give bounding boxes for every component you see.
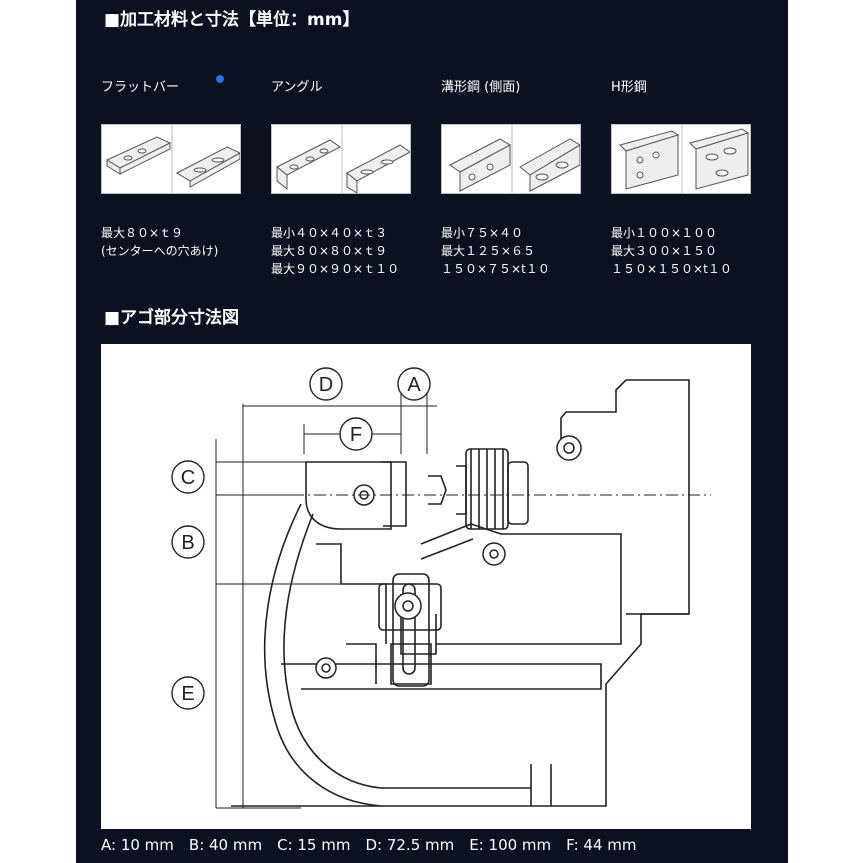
spec-line: 最小７５×４０ (441, 226, 524, 240)
spec-line: １５０×１５０×t１０ (611, 262, 732, 276)
spec-angle: 最小４０×４０×ｔ３ 最大８０×８０×ｔ９ 最大９０×９０×ｔ１０ (271, 224, 399, 278)
dim-label-f: F (350, 424, 362, 446)
dimensions-summary: A: 10 mm B: 40 mm C: 15 mm D: 72.5 mm E:… (101, 836, 637, 854)
indicator-dot (216, 75, 224, 83)
material-label-angle: アングル (271, 80, 323, 95)
material-label-hbeam: H形鋼 (611, 80, 647, 95)
spec-line: 最大９０×９０×ｔ１０ (271, 262, 400, 276)
spec-line: 最小１００×１００ (611, 226, 718, 240)
section-title-jaw: ■アゴ部分寸法図 (104, 308, 240, 328)
spec-line: 最大１２５×６５ (441, 244, 536, 258)
content-panel: ■加工材料と寸法【単位：mm】 フラットバー アングル 溝形鋼 (側面) H形鋼 (76, 0, 788, 863)
dim-label-a: A (407, 374, 421, 396)
channel-image (441, 124, 581, 194)
spec-line: 最大８０×ｔ９ (101, 226, 184, 240)
material-label-channel: 溝形鋼 (側面) (441, 80, 521, 95)
hbeam-image (611, 124, 751, 194)
flatbar-image (101, 124, 241, 194)
jaw-dimension-diagram: D A F C B E (101, 344, 751, 829)
dim-label-d: D (319, 374, 333, 396)
dim-label-c: C (181, 467, 195, 489)
spec-flatbar: 最大８０×ｔ９ (センターへの穴あけ) (101, 224, 218, 260)
spec-line: 最大３００×１５０ (611, 244, 718, 258)
spec-line: 最大８０×８０×ｔ９ (271, 244, 388, 258)
spec-channel: 最小７５×４０ 最大１２５×６５ １５０×７５×t１０ (441, 224, 550, 278)
material-label-flatbar: フラットバー (101, 80, 180, 95)
angle-image (271, 124, 411, 194)
spec-line: (センターへの穴あけ) (101, 244, 219, 258)
spec-line: 最小４０×４０×ｔ３ (271, 226, 388, 240)
dim-label-b: B (181, 532, 194, 554)
spec-line: １５０×７５×t１０ (441, 262, 550, 276)
section-title-materials: ■加工材料と寸法【単位：mm】 (104, 10, 360, 30)
spec-hbeam: 最小１００×１００ 最大３００×１５０ １５０×１５０×t１０ (611, 224, 732, 278)
dim-label-e: E (181, 683, 194, 705)
